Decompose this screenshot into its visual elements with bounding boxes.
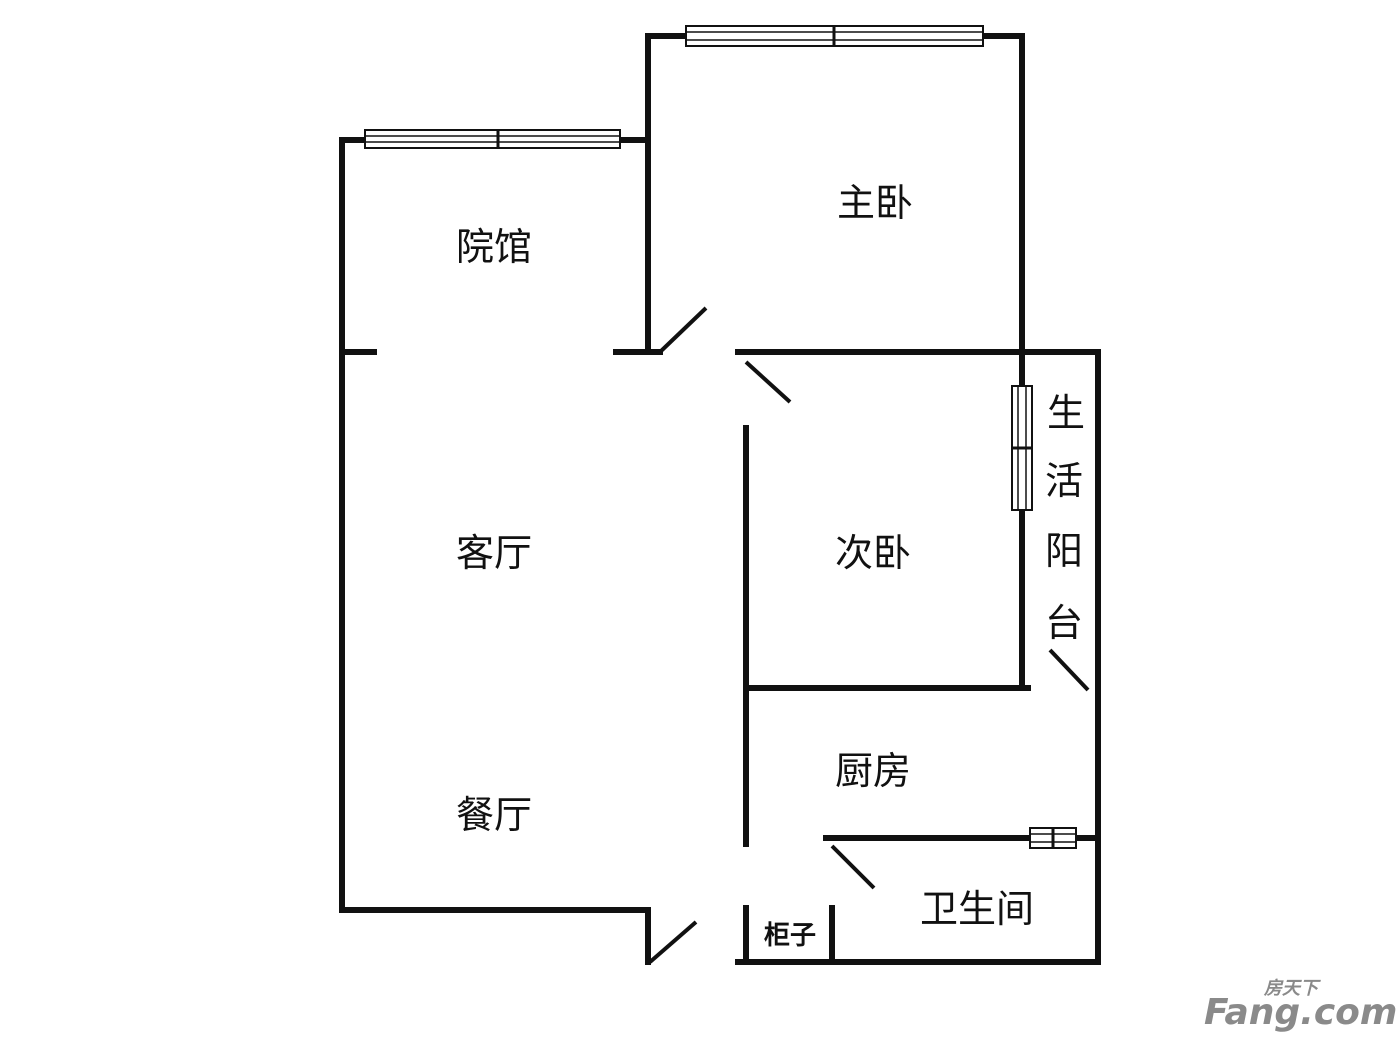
door-master-bedroom — [658, 306, 708, 354]
room-label-balcony-char-4: 台 — [1045, 601, 1083, 645]
room-label-balcony-char-3: 阳 — [1045, 529, 1083, 573]
room-label-courtyard: 院馆 — [456, 225, 532, 269]
door-bathroom — [830, 844, 876, 890]
room-label-balcony-char-2: 活 — [1045, 459, 1083, 503]
door-second-bedroom — [744, 360, 792, 404]
room-label-dining-room: 餐厅 — [456, 793, 532, 837]
room-label-bathroom: 卫生间 — [920, 887, 1034, 931]
fang-watermark-logo: 房天下 Fang.com — [1204, 978, 1397, 1033]
room-label-master-bedroom: 主卧 — [837, 181, 913, 225]
window-master-bedroom — [685, 25, 984, 47]
room-label-balcony-char-1: 生 — [1047, 391, 1085, 435]
room-label-living-room: 客厅 — [456, 531, 532, 575]
room-label-kitchen: 厨房 — [835, 749, 911, 793]
watermark-brand-text: Fang.com — [1204, 992, 1397, 1033]
room-label-second-bedroom: 次卧 — [835, 531, 911, 575]
watermark-small-text: 房天下 — [1263, 978, 1321, 999]
window-bathroom — [1029, 827, 1077, 849]
door-entry — [648, 920, 698, 964]
doors — [648, 306, 1090, 964]
room-label-cabinet: 柜子 — [764, 921, 816, 951]
door-balcony — [1048, 648, 1090, 692]
walls — [339, 33, 1101, 965]
window-second-bedroom — [1011, 385, 1033, 511]
window-courtyard — [364, 129, 621, 149]
